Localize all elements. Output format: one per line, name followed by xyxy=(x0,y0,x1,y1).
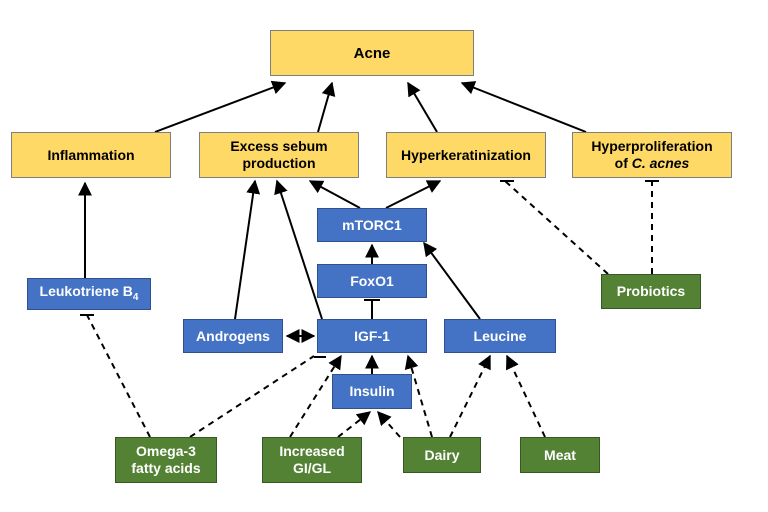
edge-sebum-acne xyxy=(317,81,336,133)
node-omega-3-fatty-acids: Omega-3 fatty acids xyxy=(115,437,217,483)
node-hyperkeratinization: Hyperkeratinization xyxy=(386,132,546,178)
node-probiotics: Probiotics xyxy=(601,274,701,309)
edge-probiotics-hyperkeratinization xyxy=(504,180,609,275)
edge-androgens-sebum xyxy=(234,179,261,320)
node-mtorc1: mTORC1 xyxy=(317,208,427,242)
edge-dairy-insulin xyxy=(377,410,401,438)
subscript: 4 xyxy=(132,291,139,303)
edge-omega3-igf1 xyxy=(189,355,315,438)
node-igf1: IGF-1 xyxy=(317,319,427,353)
node-excess-sebum-production: Excess sebum production xyxy=(199,132,359,178)
node-insulin: Insulin xyxy=(332,374,412,409)
edge-meat-leucine xyxy=(506,354,546,438)
edge-gigl-igf1 xyxy=(289,354,342,438)
edge-mtorc1-hyperkeratinization xyxy=(385,180,442,209)
node-meat: Meat xyxy=(520,437,600,473)
node-foxo1: FoxO1 xyxy=(317,264,427,298)
node-acne: Acne xyxy=(270,30,474,76)
edge-hyperproliferation-acne xyxy=(460,81,587,133)
edge-igf1-sebum xyxy=(274,179,323,320)
species-name: C. acnes xyxy=(631,155,690,171)
node-hyperproliferation: Hyperproliferation of C. acnes xyxy=(572,132,732,178)
edge-gigl-insulin xyxy=(337,411,372,438)
node-increased-gi-gl: Increased GI/GL xyxy=(262,437,362,483)
edge-inflammation-acne xyxy=(154,80,287,133)
node-inflammation: Inflammation xyxy=(11,132,171,178)
node-leukotriene-b4: Leukotriene B4 xyxy=(27,278,151,310)
edge-mtorc1-sebum xyxy=(308,180,361,209)
edge-omega3-leukotriene xyxy=(86,314,151,438)
node-dairy: Dairy xyxy=(403,437,481,473)
edge-leucine-mtorc1 xyxy=(423,241,481,320)
edge-hyperkeratinization-acne xyxy=(407,81,438,133)
edge-dairy-leucine xyxy=(449,354,491,438)
node-leucine: Leucine xyxy=(444,319,556,353)
edge-dairy-igf1 xyxy=(404,354,433,438)
node-androgens: Androgens xyxy=(183,319,283,353)
